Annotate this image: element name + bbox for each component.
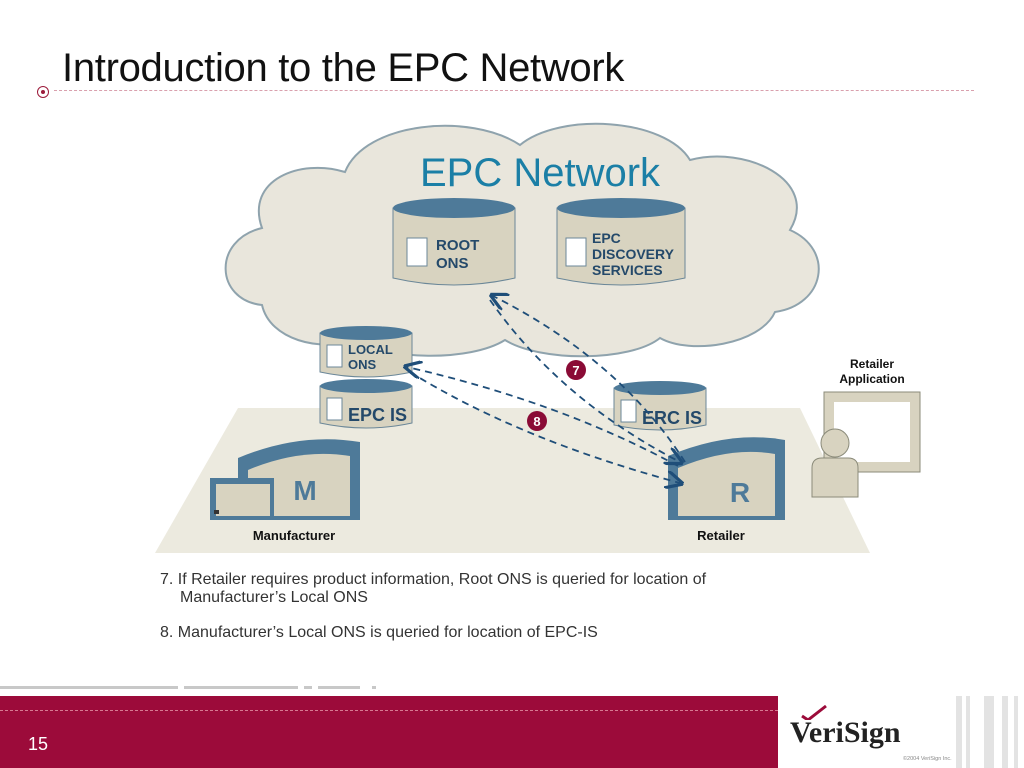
footer-dotted-rule: [0, 686, 380, 690]
local-ons-database: LOCAL ONS: [319, 326, 413, 378]
step-7-badge: [566, 360, 586, 380]
user-body-icon: [811, 457, 859, 498]
root-ons-database: ROOT ONS: [392, 198, 516, 286]
copyright-text: ©2004 VeriSign Inc.: [903, 756, 952, 762]
manufacturer-building: M: [210, 439, 360, 520]
manufacturer-letter: M: [293, 475, 316, 506]
verisign-check-icon: [801, 704, 827, 720]
root-ons-label-line1: ROOT: [436, 237, 479, 254]
step-7-number: 7: [572, 363, 579, 378]
arrow-retailer-to-root-ons: [493, 296, 686, 463]
logo-area: [778, 696, 1024, 768]
arrow-retailer-to-local-ons: [407, 367, 679, 467]
step-8-number: 8: [533, 414, 540, 429]
manufacturer-label: Manufacturer: [253, 528, 335, 543]
epc-network-diagram: EPC Network ROOT ONS EPC DISCOVERY SERVI…: [155, 122, 921, 553]
title-bullet-icon: [37, 86, 49, 98]
retailer-app-label-line2: Application: [839, 372, 904, 386]
caption-step-7: 7. If Retailer requires product informat…: [160, 571, 706, 607]
discovery-label-line3: SERVICES: [592, 262, 663, 278]
retailer-is-label: ERC IS: [642, 408, 702, 428]
arrow-root-ons-to-retailer: [489, 299, 680, 462]
retailer-label: Retailer: [697, 528, 745, 543]
epc-is-label: EPC IS: [348, 405, 407, 425]
caption-step-7-line2: Manufacturer’s Local ONS: [180, 589, 368, 606]
caption-step-8: 8. Manufacturer’s Local ONS is queried f…: [160, 624, 598, 641]
cloud-title: EPC Network: [420, 151, 661, 195]
arrow-local-ons-to-retailer: [409, 371, 680, 483]
verisign-logo: VeriSign: [790, 716, 901, 749]
epc-network-cloud: [224, 122, 820, 358]
epc-is-database: EPC IS: [319, 379, 413, 429]
retailer-app-label-line1: Retailer: [850, 357, 894, 371]
step-8-badge: [527, 411, 547, 431]
root-ons-label-line2: ONS: [436, 255, 469, 272]
discovery-services-database: EPC DISCOVERY SERVICES: [556, 198, 686, 286]
discovery-label-line1: EPC: [592, 230, 621, 246]
retailer-application-terminal: [811, 391, 921, 498]
footer-band: [0, 696, 778, 768]
caption-step-7-line1: 7. If Retailer requires product informat…: [160, 571, 707, 588]
retailer-is-database: ERC IS: [613, 381, 707, 431]
retailer-letter: R: [730, 477, 750, 508]
user-head-icon: [820, 428, 850, 458]
page-number: 15: [28, 734, 49, 754]
title-divider: [54, 90, 974, 91]
retailer-building: R: [668, 437, 785, 520]
discovery-label-line2: DISCOVERY: [592, 246, 675, 262]
local-ons-label-line1: LOCAL: [348, 342, 393, 357]
local-ons-label-line2: ONS: [348, 357, 377, 372]
slide-title: Introduction to the EPC Network: [62, 46, 625, 90]
